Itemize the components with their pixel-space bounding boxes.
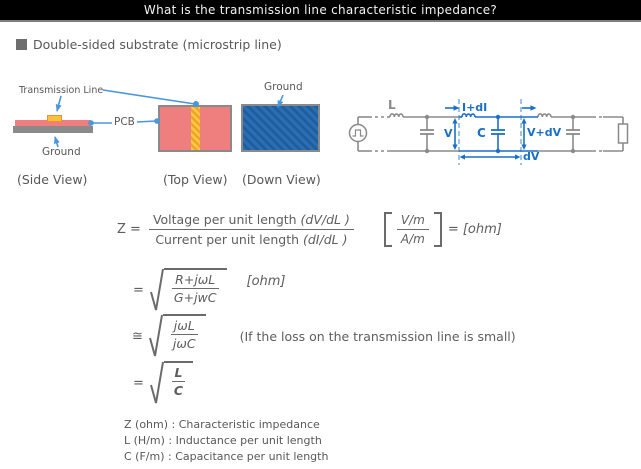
transmission-line-trace: [47, 115, 62, 122]
current-arrow-icon: [530, 105, 537, 111]
unit-denominator: A/m: [400, 232, 425, 246]
inductor-icon: [389, 113, 404, 118]
formula2-unit: [ohm]: [246, 274, 286, 289]
down-view-ground-plane: [241, 104, 320, 152]
formula3-denominator: jωC: [172, 336, 196, 351]
formula-line-1: Z = Voltage per unit length (dV/dL ) Cur…: [117, 212, 502, 247]
ground-side-bar: [13, 126, 93, 133]
voltage-out-label: V+dV: [527, 126, 562, 139]
formula1-numerator-math: (dV/dL ): [300, 212, 350, 227]
unit-numerator: V/m: [396, 213, 429, 230]
top-view-caption: (Top View): [163, 172, 228, 187]
top-view-board: [158, 105, 232, 152]
formula3-sqrt: jωL jωC: [148, 314, 206, 358]
ground-side-label: Ground: [42, 146, 81, 158]
formula2-eq: =: [133, 282, 144, 298]
dv-label: dV: [523, 150, 540, 163]
diagram-leader-lines: [53, 89, 284, 148]
inductor-label: L: [388, 98, 396, 112]
formula3-numerator: jωL: [170, 318, 198, 335]
formula2-numerator: R+jωL: [171, 272, 219, 289]
formula4-denominator: C: [173, 383, 184, 398]
formula3-eq: ≅: [132, 328, 143, 344]
formula2-sqrt: R+jωL G+jwC: [149, 268, 227, 312]
transmission-line-label: Transmission Line: [19, 85, 104, 96]
formula1-denominator-math: (dI/dL ): [303, 232, 348, 247]
legend-capacitance: C (F/m) : Capacitance per unit length: [124, 450, 329, 463]
legend-impedance: Z (ohm) : Characteristic impedance: [124, 418, 320, 431]
radical-icon: [149, 361, 164, 404]
top-view-trace-stripe: [191, 107, 200, 150]
load-resistor-icon: [617, 123, 629, 144]
formula1-fraction: Voltage per unit length (dV/dL ) Current…: [148, 212, 354, 247]
formula3-note: (If the loss on the transmission line is…: [239, 328, 516, 344]
inductor-icon: [537, 113, 552, 118]
formula4-sqrt: L C: [149, 361, 194, 405]
legend: Z (ohm) : Characteristic impedance L (H/…: [124, 417, 328, 465]
voltage-label: V: [444, 127, 453, 140]
page-title: What is the transmission line characteri…: [143, 3, 498, 17]
formula1-denominator-text: Current per unit length: [155, 232, 303, 247]
current-arrow-icon: [453, 105, 460, 111]
inductor-icon: [461, 113, 476, 118]
formula-line-3: ≅ jωL jωC (If the loss on the transmissi…: [132, 314, 516, 358]
formula4-numerator: L: [171, 365, 186, 382]
section-bullet-icon: [16, 39, 27, 50]
radical-icon: [148, 314, 163, 357]
title-bar: What is the transmission line characteri…: [0, 0, 641, 20]
pcb-side-bar: [15, 120, 91, 126]
formula-line-4: = L C: [133, 361, 194, 405]
formula1-result: = [ohm]: [447, 222, 502, 237]
formula-line-2: = R+jωL G+jwC [ohm]: [133, 268, 286, 312]
pcb-label: PCB: [114, 116, 135, 128]
title-divider: [0, 20, 641, 22]
capacitor-label: C: [477, 126, 486, 140]
transmission-line-circuit: [348, 99, 629, 165]
section-heading-label: Double-sided substrate (microstrip line): [33, 37, 282, 52]
formula4-eq: =: [133, 375, 144, 391]
left-bracket: [383, 212, 392, 247]
section-heading: Double-sided substrate (microstrip line): [16, 37, 282, 52]
formula2-denominator: G+jwC: [173, 290, 217, 305]
pulse-source-icon: [348, 123, 368, 143]
right-bracket: [433, 212, 442, 247]
side-view-caption: (Side View): [17, 172, 88, 187]
down-view-caption: (Down View): [242, 172, 321, 187]
ground-down-label: Ground: [264, 81, 303, 93]
radical-icon: [149, 268, 164, 311]
unit-fraction-bracket: V/m A/m: [383, 212, 442, 247]
current-label: I+dI: [462, 101, 488, 114]
formula1-lhs: Z =: [117, 222, 141, 237]
formula1-numerator-text: Voltage per unit length: [152, 212, 301, 227]
legend-inductance: L (H/m) : Inductance per unit length: [124, 434, 322, 447]
